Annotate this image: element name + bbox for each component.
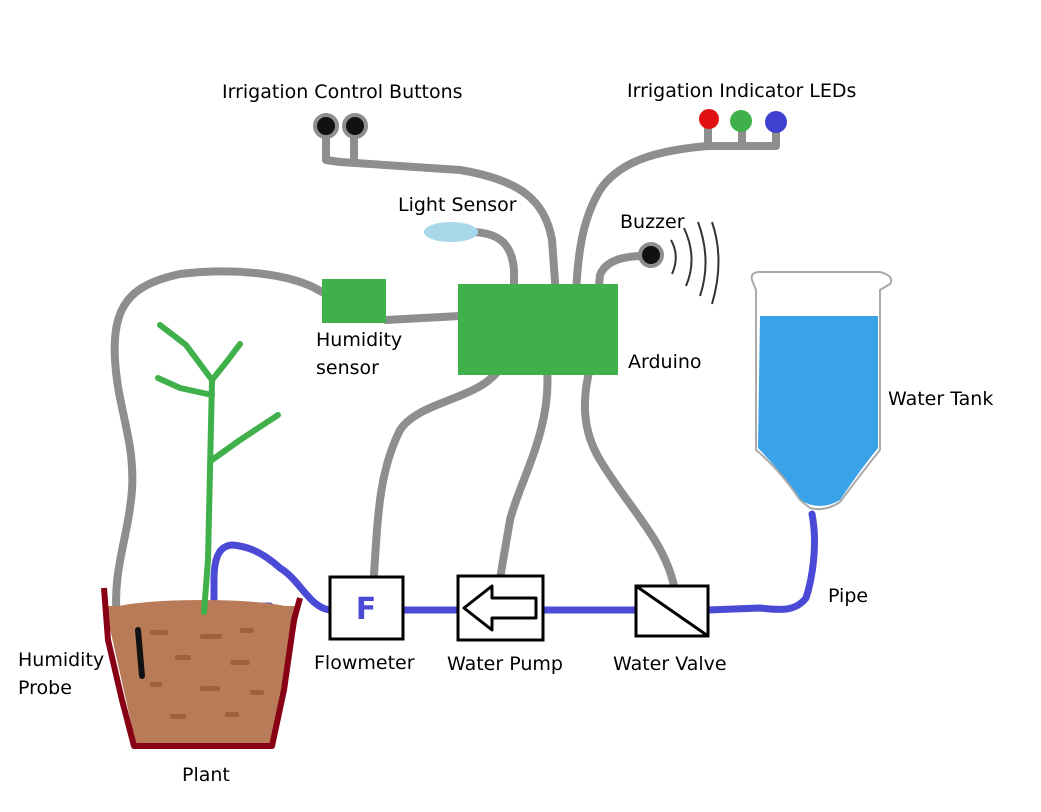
humidity-probe <box>135 627 145 679</box>
water-tank <box>750 271 893 511</box>
wire-water-pump <box>496 364 552 584</box>
plant-label: Plant <box>182 764 230 786</box>
humidity-sensor-module <box>322 279 386 323</box>
led-blue <box>765 111 787 133</box>
pipe-label: Pipe <box>828 585 869 607</box>
control-buttons <box>313 113 368 139</box>
soil-speckles <box>150 628 264 719</box>
tank-water <box>758 316 878 506</box>
buzzer-body <box>638 242 664 268</box>
led-red <box>699 109 719 129</box>
pot-soil <box>105 606 300 745</box>
flowmeter-label: Flowmeter <box>314 652 415 674</box>
light-sensor-label: Light Sensor <box>398 194 517 216</box>
plant-branch-left <box>157 322 215 383</box>
humidity-probe-label-2: Probe <box>18 677 72 699</box>
indicator-leds-label: Irrigation Indicator LEDs <box>627 80 857 102</box>
flowmeter-symbol: F <box>356 592 377 627</box>
water-valve <box>634 584 710 638</box>
wire-light-sensor <box>466 228 518 299</box>
arduino-label: Arduino <box>628 351 702 373</box>
flowmeter-box <box>328 575 405 641</box>
control-buttons-label: Irrigation Control Buttons <box>222 81 463 103</box>
buzzer-label: Buzzer <box>620 211 685 233</box>
water-tank-label: Water Tank <box>888 388 994 410</box>
plant-twig-left <box>155 375 215 398</box>
pipe-tank-to-valve <box>704 510 818 614</box>
arduino-board <box>458 284 618 375</box>
wire-buttons-a <box>322 124 560 299</box>
water-pump-arrow-icon <box>462 584 538 632</box>
humidity-sensor-label-1: Humidity <box>316 329 403 351</box>
wire-humidity-probe <box>110 267 326 654</box>
plant-stem <box>201 377 215 615</box>
water-valve-diagonal <box>635 584 709 638</box>
wire-flowmeter <box>370 364 504 579</box>
pot-rim <box>101 587 303 749</box>
control-button-1[interactable] <box>313 113 339 139</box>
indicator-leds <box>699 109 787 133</box>
water-pump <box>456 574 545 642</box>
buzzer-sound-waves <box>670 221 720 305</box>
flowmeter: F <box>328 575 405 641</box>
humidity-sensor-label-2: sensor <box>316 357 379 379</box>
plant-branch-right <box>209 341 243 383</box>
water-valve-label: Water Valve <box>613 653 727 675</box>
control-button-2[interactable] <box>342 113 368 139</box>
plant-twig-right <box>209 412 281 463</box>
led-green <box>730 110 752 132</box>
water-pump-label: Water Pump <box>447 653 563 675</box>
humidity-probe-label-1: Humidity <box>18 649 105 671</box>
tank-outline <box>750 271 893 511</box>
wire-water-valve <box>580 364 679 594</box>
light-sensor <box>424 222 478 242</box>
buzzer <box>638 221 720 305</box>
wire-humidity-sensor <box>382 312 464 324</box>
plant <box>155 322 281 615</box>
